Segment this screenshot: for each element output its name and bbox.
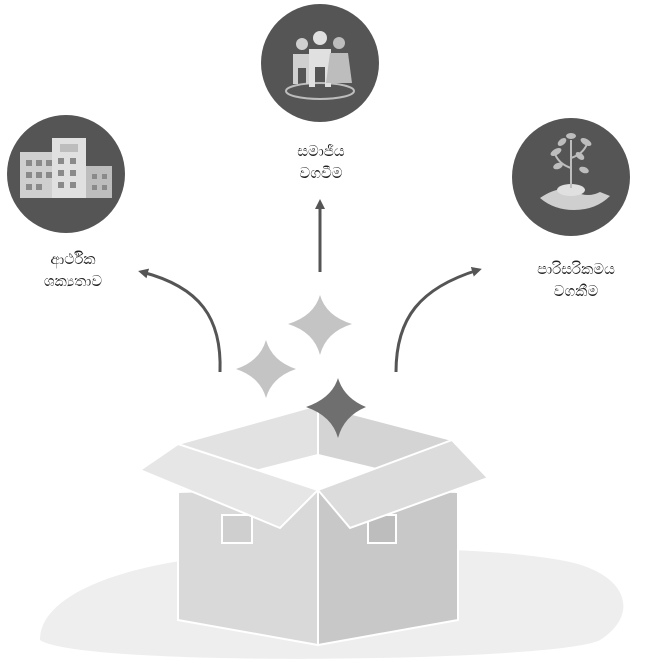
arrow-to-economic [138,268,222,373]
box-tape-left [221,514,253,544]
social-label-line1: සමාජීය [297,142,345,160]
plant-in-hand-icon [540,133,610,210]
social-label-line2: වගවීම [299,164,343,182]
environmental-label-line1: පාරිසරිකමය [537,260,615,278]
sparkle-dark [306,378,366,438]
environmental-icon-circle [512,118,630,236]
social-label: සමාජීය වගවීම [256,140,386,184]
economic-label: ආර්ථික ශක්‍යතාව [8,248,138,292]
social-icon-circle [261,4,379,122]
sparkle-left [236,340,296,398]
economic-icon-circle [7,115,125,233]
environmental-label-line2: වගකීම [553,282,599,300]
economic-label-line1: ආර්ථික [50,250,96,268]
office-buildings-icon [20,138,112,198]
box-front-flap-right [316,438,490,530]
people-group-icon [285,31,355,100]
sparkle-top [288,295,352,355]
open-box [137,403,490,647]
environmental-label: පාරිසරිකමය වගකීම [496,258,656,302]
arrow-to-environmental [394,267,482,373]
economic-label-line2: ශක්‍යතාව [43,272,103,290]
